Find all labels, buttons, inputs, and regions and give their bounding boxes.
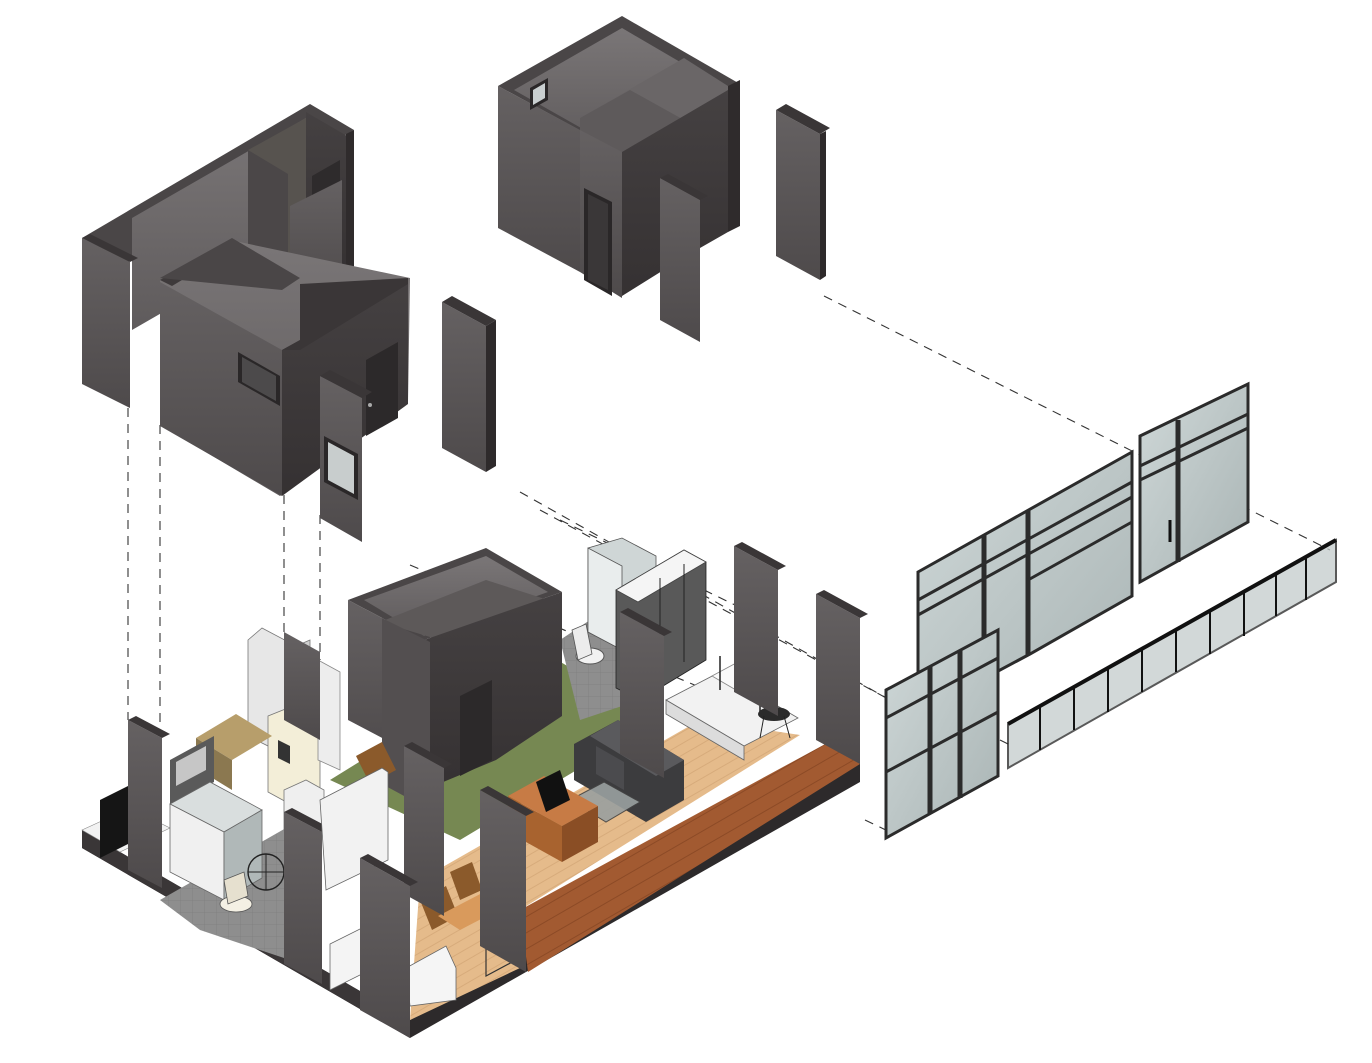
floor-plate-walls [128,542,868,1038]
balcony-railing [1007,538,1337,770]
glazed-facade-lower [884,627,1000,841]
upper-left-wall-module [82,104,410,542]
upper-center-wall-module [498,16,740,342]
loose-wall-panel-right [776,104,830,280]
loose-wall-panel-left [442,296,496,472]
wood-deck [520,736,860,972]
